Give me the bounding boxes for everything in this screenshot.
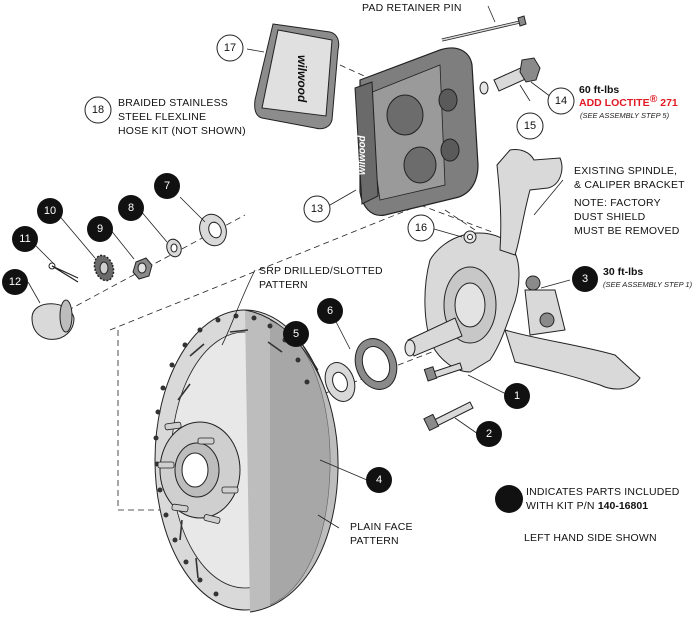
callout-9: 9: [87, 216, 113, 242]
callout-5: 5: [283, 321, 309, 347]
assembly-step-5-note: (SEE ASSEMBLY STEP 5): [580, 111, 670, 120]
callout-15: 15: [516, 112, 544, 140]
spindle-label-line2: & CALIPER BRACKET: [574, 179, 685, 191]
callout-1: 1: [504, 383, 530, 409]
note-line2: DUST SHIELD: [574, 211, 646, 223]
rotor: [153, 309, 339, 613]
callout-16-number: 16: [415, 222, 427, 234]
caliper: wilwood: [354, 47, 479, 217]
plain-face-line2: PATTERN: [350, 535, 399, 547]
caliper-brand-logo: wilwood: [357, 135, 368, 175]
callout-1-number: 1: [514, 390, 520, 402]
callout-8-number: 8: [128, 202, 134, 214]
bearings: [324, 338, 398, 402]
leader-lines: [27, 5, 571, 529]
callout-3-number: 3: [582, 273, 588, 285]
torque-3-label: 30 ft-lbs: [603, 266, 643, 278]
text-labels: PAD RETAINER PIN 60 ft-lbs ADD LOCTITE® …: [118, 2, 693, 547]
callout-9-number: 9: [97, 223, 103, 235]
caliper-bolts: [423, 362, 474, 432]
loctite-label: ADD LOCTITE® 271: [579, 93, 678, 109]
callout-13: 13: [303, 195, 331, 223]
callout-6-number: 6: [327, 305, 333, 317]
legend-line2-prefix: WITH KIT P/N: [526, 500, 598, 512]
srp-pattern-line2: PATTERN: [259, 279, 308, 291]
note-line3: MUST BE REMOVED: [574, 225, 680, 237]
callout-11: 11: [12, 226, 38, 252]
hose-kit-line3: HOSE KIT (NOT SHOWN): [118, 125, 246, 137]
hub-small-parts: [31, 213, 227, 340]
callout-16: 16: [407, 214, 435, 242]
spindle: [404, 149, 641, 390]
pad-retainer-pin: [441, 15, 527, 42]
callout-12: 12: [2, 269, 28, 295]
hose-kit-line1: BRAIDED STAINLESS: [118, 97, 228, 109]
loctite-registered: ®: [650, 93, 658, 105]
spindle-label-line1: EXISTING SPINDLE,: [574, 165, 677, 177]
callout-10-number: 10: [44, 205, 56, 217]
callout-2-number: 2: [486, 428, 492, 440]
callout-15-number: 15: [524, 120, 536, 132]
callout-18-number: 18: [92, 104, 104, 116]
callout-14: 14: [547, 87, 575, 115]
srp-pattern-line1: SRP DRILLED/SLOTTED: [259, 265, 383, 277]
loctite-prefix: ADD LOCTITE: [579, 97, 650, 109]
plain-face-line1: PLAIN FACE: [350, 521, 413, 533]
callout-8: 8: [118, 195, 144, 221]
callout-17: 17: [216, 34, 244, 62]
torque-14-label: 60 ft-lbs: [579, 84, 619, 96]
callout-2: 2: [476, 421, 502, 447]
callout-7: 7: [154, 173, 180, 199]
legend-line2: WITH KIT P/N 140-16801: [526, 500, 648, 512]
callout-13-number: 13: [311, 203, 323, 215]
callout-14-number: 14: [555, 95, 567, 107]
pad-brand-logo: wilwood: [295, 55, 309, 103]
callout-11-number: 11: [19, 233, 30, 245]
left-hand-side-note: LEFT HAND SIDE SHOWN: [524, 532, 657, 544]
callouts: 1 2 3 4 5 6 7 8 9 10 11 12 13 14 15 16 1…: [2, 34, 598, 493]
hose-kit-line2: STEEL FLEXLINE: [118, 111, 206, 123]
legend-line1: INDICATES PARTS INCLUDED: [526, 486, 680, 498]
callout-18: 18: [84, 96, 112, 124]
pad-retainer-pin-label: PAD RETAINER PIN: [362, 2, 462, 14]
brake-pad: wilwood: [254, 23, 340, 130]
callout-17-number: 17: [224, 42, 236, 54]
callout-6: 6: [317, 298, 343, 324]
legend-filled-circle: [495, 485, 523, 513]
callout-4: 4: [366, 467, 392, 493]
callout-12-number: 12: [9, 276, 21, 288]
callout-4-number: 4: [376, 474, 382, 486]
callout-7-number: 7: [164, 180, 170, 192]
assembly-step-1-note: (SEE ASSEMBLY STEP 1): [603, 280, 693, 289]
callout-3: 3: [572, 266, 598, 292]
note-line1: NOTE: FACTORY: [574, 197, 661, 209]
kit-part-number: 140-16801: [598, 500, 648, 512]
callout-5-number: 5: [293, 328, 299, 340]
mounting-bolt-washer: [463, 57, 541, 244]
callout-10: 10: [37, 198, 63, 224]
loctite-number: 271: [657, 97, 678, 109]
